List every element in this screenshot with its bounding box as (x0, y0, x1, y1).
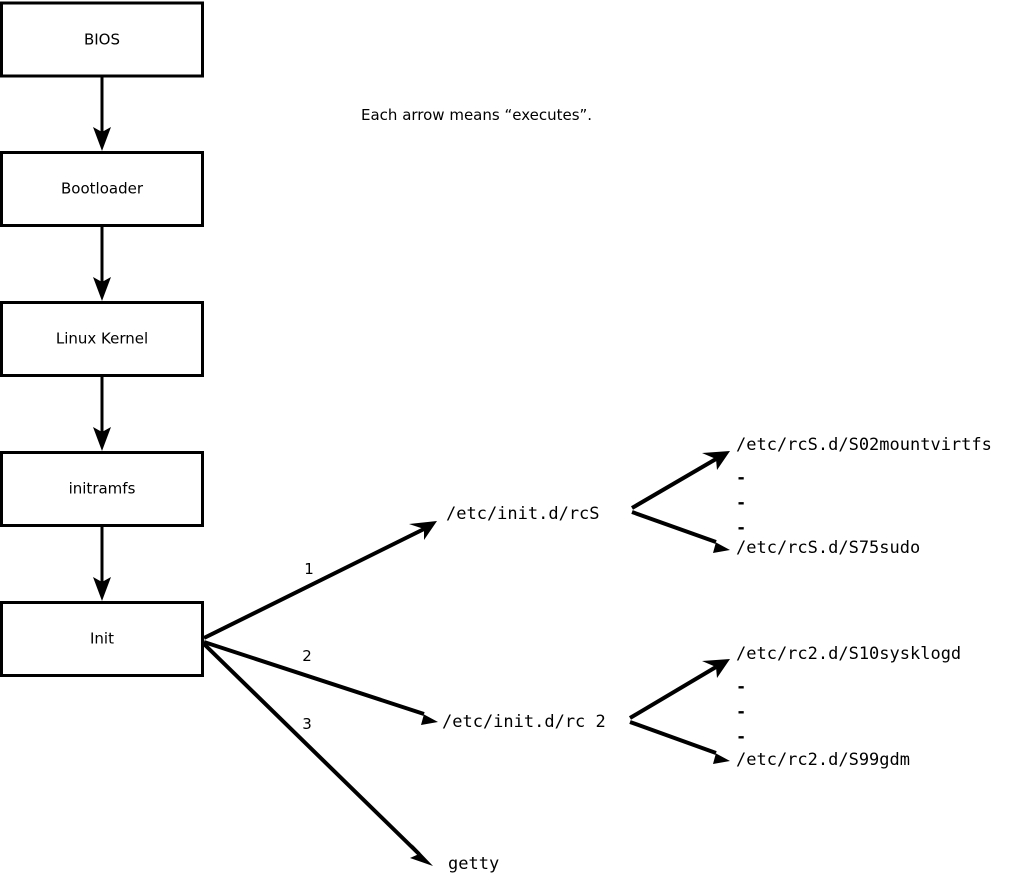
node-initramfs[interactable]: initramfs (0, 451, 204, 527)
edge-initramfs-to-init-arrowhead (93, 577, 111, 601)
edge-kernel-to-initramfs-arrowhead (93, 427, 111, 451)
label-getty: getty (448, 854, 499, 874)
node-bios[interactable]: BIOS (0, 1, 204, 78)
edge-init-to-getty-arrowhead (410, 844, 433, 866)
edge-rcs-to-s75sudo-line (631, 510, 717, 544)
node-linux-kernel[interactable]: Linux Kernel (0, 301, 204, 377)
edge-init-to-rc2-line (203, 640, 425, 716)
edge-rc2-to-s10sysklogd-arrowhead (702, 659, 730, 678)
edge-init-to-getty-line (202, 642, 421, 856)
edge-label-3: 3 (302, 715, 312, 733)
edge-kernel-to-initramfs (93, 376, 111, 451)
edge-rcs-to-s02mountvirtfs (630, 451, 730, 510)
rc2-ellipsis-dot-3: - (736, 727, 746, 747)
node-init[interactable]: Init (0, 601, 204, 677)
node-bios-rect (0, 1, 204, 78)
node-init-label: Init (90, 630, 114, 648)
node-bootloader[interactable]: Bootloader (0, 151, 204, 227)
legend-note: Each arrow means “executes”. (361, 106, 592, 124)
edge-init-to-rc2-arrowhead (412, 708, 438, 725)
edge-label-1: 1 (304, 560, 314, 578)
label-rc2-last-script: /etc/rc2.d/S99gdm (736, 750, 910, 770)
edge-rcs-to-s02mountvirtfs-arrowhead (702, 451, 730, 470)
edge-rc2-to-s10sysklogd (628, 659, 730, 720)
edge-rc2-to-s99gdm (629, 720, 730, 764)
node-linux-kernel-rect (0, 301, 204, 377)
rcs-ellipsis-dot-1: - (736, 468, 746, 488)
edge-init-to-getty: 3 (202, 642, 433, 866)
edge-bootloader-to-kernel (93, 226, 111, 301)
rcs-ellipsis-dot-2: - (736, 493, 746, 513)
edge-bootloader-to-kernel-arrowhead (93, 277, 111, 301)
edge-rcs-to-s75sudo-arrowhead (704, 536, 730, 553)
rcs-ellipsis-dot-3: - (736, 518, 746, 538)
label-rcs-first-script: /etc/rcS.d/S02mountvirtfs (736, 435, 992, 455)
rc2-ellipsis-dot-2: - (736, 702, 746, 722)
node-bootloader-rect (0, 151, 204, 227)
edge-init-to-rcs-line (203, 527, 425, 640)
label-rcs-last-script: /etc/rcS.d/S75sudo (736, 538, 920, 558)
label-rc2-first-script: /etc/rc2.d/S10sysklogd (736, 644, 961, 664)
node-initramfs-label: initramfs (69, 480, 136, 498)
edge-init-to-rcs: 1 (203, 521, 437, 640)
rc2-ellipsis-dot-1: - (736, 677, 746, 697)
edge-rc2-to-s99gdm-line (629, 720, 717, 755)
edge-bios-to-bootloader (93, 76, 111, 151)
node-linux-kernel-label: Linux Kernel (56, 330, 148, 348)
edge-init-to-rc2: 2 (203, 640, 438, 725)
node-initramfs-rect (0, 451, 204, 527)
edge-rc2-to-s10sysklogd-line (628, 665, 718, 720)
edge-rcs-to-s75sudo (631, 510, 730, 553)
edge-rc2-to-s99gdm-arrowhead (704, 747, 730, 764)
node-bios-label: BIOS (84, 31, 120, 49)
node-init-rect (0, 601, 204, 677)
edge-init-to-rcs-arrowhead (409, 521, 437, 540)
label-etc-init-d-rc-2: /etc/init.d/rc 2 (442, 712, 606, 732)
edge-bios-to-bootloader-arrowhead (93, 127, 111, 151)
edge-label-2: 2 (302, 647, 312, 665)
edge-initramfs-to-init (93, 526, 111, 601)
label-etc-init-d-rcs: /etc/init.d/rcS (446, 504, 600, 524)
edge-rcs-to-s02mountvirtfs-line (630, 457, 718, 510)
node-bootloader-label: Bootloader (61, 180, 144, 198)
